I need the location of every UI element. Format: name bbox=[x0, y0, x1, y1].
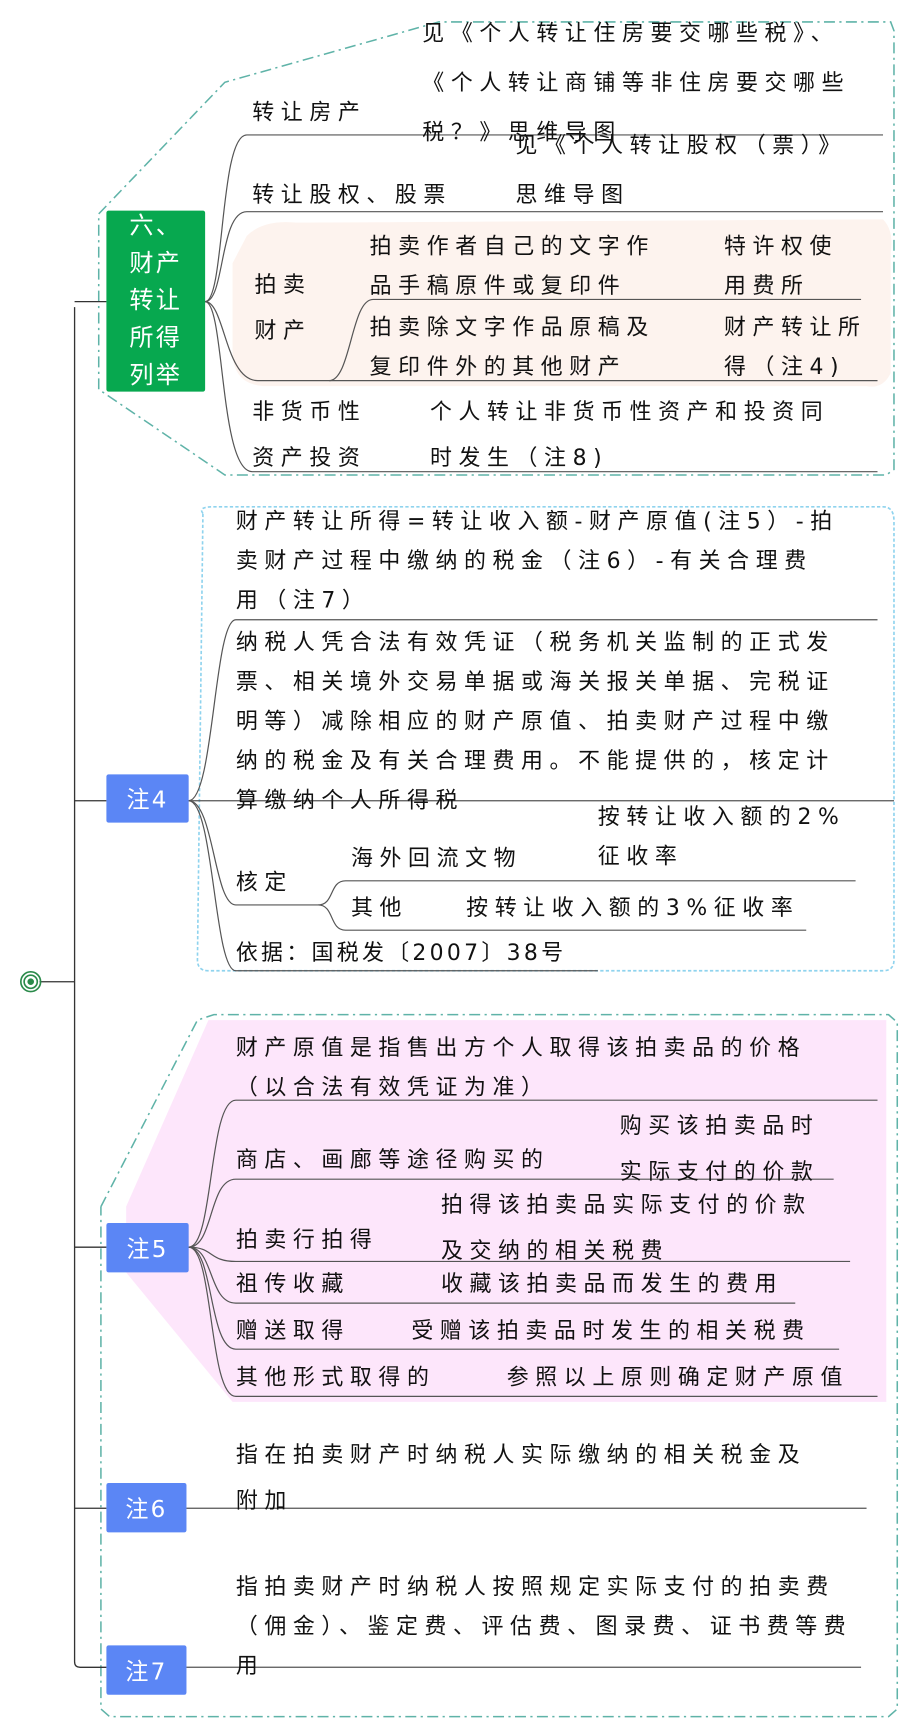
assess-label-relics: 海外回流文物 bbox=[351, 844, 523, 871]
row-label-equity: 转让股权、股票 bbox=[252, 180, 452, 208]
note4-formula: 财产转让所得=转让收入额-财产原值(注5）-拍 卖财产过程中缴纳的税金（注6）-… bbox=[235, 507, 839, 614]
section6-outline bbox=[97, 21, 895, 476]
note5-row-label-5: 其他形式取得的 bbox=[235, 1363, 436, 1390]
assess-label-other: 其他 bbox=[351, 893, 409, 921]
note7-node[interactable]: 注7 bbox=[106, 1645, 187, 1695]
auction-sub-label-1: 拍卖作者自己的文字作 品手稿原件或复印件 bbox=[369, 232, 655, 299]
row-value-equity: 见《个人转让股权（票）》 思维导图 bbox=[515, 131, 847, 208]
assess-value-relics: 按转让收入额的2% 征收率 bbox=[597, 802, 846, 869]
section6-title-node[interactable]: 六、 财产 转让 所得 列举 bbox=[106, 210, 206, 392]
row-label-property: 转让房产 bbox=[252, 98, 367, 126]
assess-value-other: 按转让收入额的3%征收率 bbox=[466, 893, 800, 921]
note4-node[interactable]: 注4 bbox=[106, 774, 189, 823]
note4-evidence: 纳税人凭合法有效凭证（税务机关监制的正式发 票、相关境外交易单据或海关报关单据、… bbox=[235, 628, 835, 813]
row-value-property: 见《个人转让住房要交哪些税》、 《个人转让商铺等非住房要交哪些 税？》思维导图 bbox=[422, 19, 851, 145]
note5-row-label-2: 拍卖行拍得 bbox=[235, 1226, 379, 1253]
note5-7-outline bbox=[100, 1013, 899, 1718]
note4-basis: 依据：国税发〔2007〕38号 bbox=[235, 938, 567, 966]
note4-outline bbox=[196, 505, 895, 972]
row-value-nonmonetary: 个人转让非货币性资产和投资同 时发生（注8) bbox=[429, 398, 830, 471]
target-circle-icon bbox=[20, 971, 42, 993]
note5-row-label-1: 商店、画廊等途径购买的 bbox=[235, 1146, 550, 1173]
row-label-auction: 拍卖 财产 bbox=[254, 270, 312, 344]
note6-node[interactable]: 注6 bbox=[106, 1483, 187, 1533]
auction-sub-value-1: 特许权使 用费所 bbox=[723, 232, 839, 299]
note7-text: 指拍卖财产时纳税人按照规定实际支付的拍卖费 （佣金）、鉴定费、评估费、图录费、证… bbox=[235, 1572, 853, 1679]
auction-sub-value-2: 财产转让所 得（注4) bbox=[723, 313, 867, 380]
note5-definition: 财产原值是指售出方个人取得该拍卖品的价格 （以合法有效凭证为准） bbox=[235, 1034, 807, 1101]
note5-row-value-1: 购买该拍卖品时 实际支付的价款 bbox=[619, 1112, 820, 1185]
row-label-nonmonetary: 非货币性 资产投资 bbox=[252, 398, 367, 471]
note5-row-value-4: 受赠该拍卖品时发生的相关税费 bbox=[411, 1317, 811, 1344]
note5-row-value-2: 拍得该拍卖品实际支付的价款 及交纳的相关税费 bbox=[440, 1191, 812, 1264]
pink-region bbox=[126, 1020, 887, 1402]
note4-assess-label: 核定 bbox=[235, 868, 293, 896]
auction-sub-label-2: 拍卖除文字作品原稿及 复印件外的其他财产 bbox=[369, 313, 655, 380]
note5-row-value-3: 收藏该拍卖品而发生的费用 bbox=[440, 1270, 784, 1297]
note5-row-label-3: 祖传收藏 bbox=[235, 1270, 350, 1297]
note6-text: 指在拍卖财产时纳税人实际缴纳的相关税金及 附加 bbox=[235, 1441, 807, 1514]
note5-row-value-5: 参照以上原则确定财产原值 bbox=[506, 1363, 850, 1390]
peach-region bbox=[232, 219, 892, 387]
note5-node[interactable]: 注5 bbox=[106, 1223, 189, 1273]
note5-row-label-4: 赠送取得 bbox=[235, 1317, 350, 1344]
